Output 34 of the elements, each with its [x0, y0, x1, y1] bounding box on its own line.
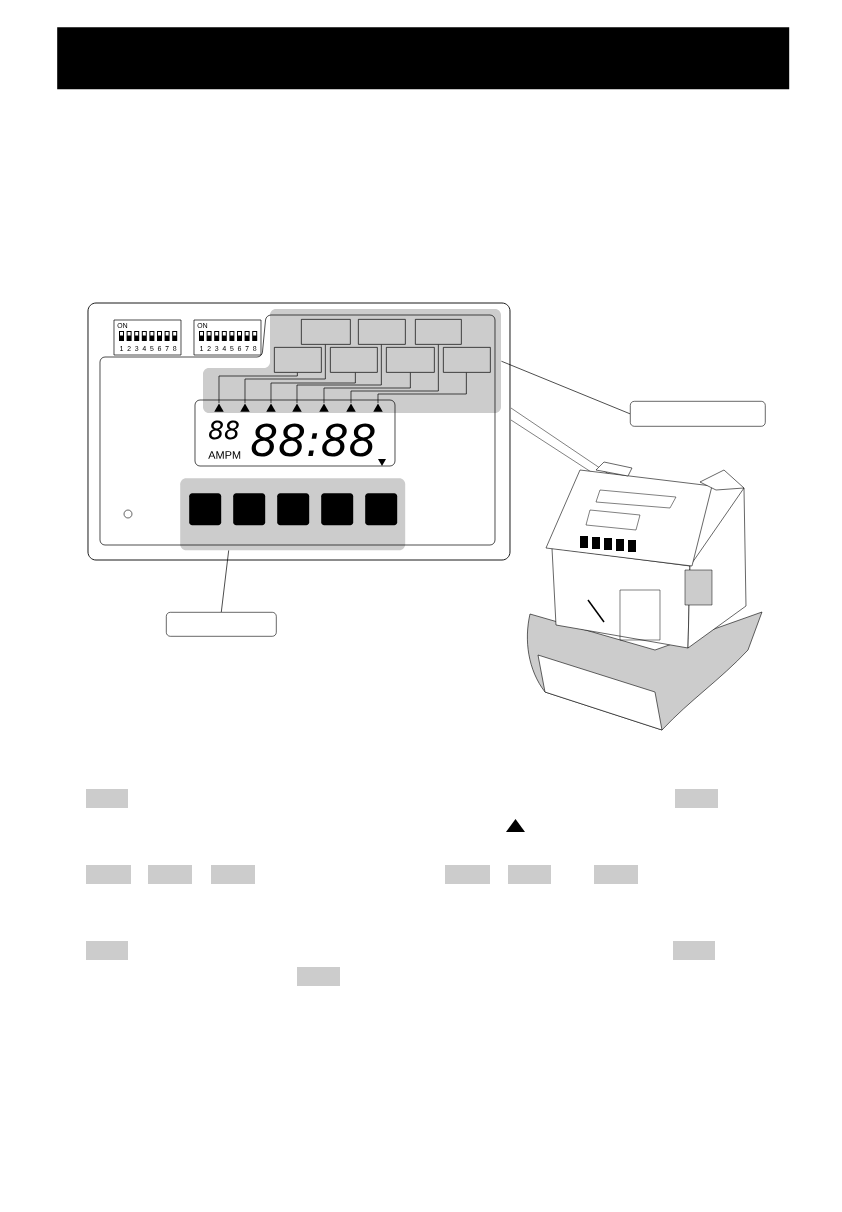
display-digits: 88:88 [251, 423, 375, 457]
indicator-triangle [266, 403, 276, 412]
indicator-triangle [319, 403, 329, 412]
title-bar [57, 27, 790, 90]
indicator-triangle [214, 403, 224, 412]
button [189, 493, 222, 526]
callout-box [166, 612, 277, 637]
display-label: AMPM [208, 451, 241, 459]
leader-line [501, 360, 631, 415]
leader-line [296, 344, 382, 404]
button [321, 493, 354, 526]
callout-box [630, 401, 766, 427]
indicator-triangle [240, 403, 250, 412]
key-box [358, 319, 406, 345]
leader-line [350, 344, 439, 404]
leader-line [218, 372, 298, 404]
button [233, 493, 266, 526]
key-box [415, 319, 462, 345]
key-box [330, 347, 378, 373]
indicator-triangle [292, 403, 302, 412]
leader-line [220, 550, 230, 613]
indicator-triangle [373, 403, 383, 412]
button [365, 493, 398, 526]
leader-line [323, 372, 411, 404]
leader-line [270, 372, 356, 404]
indicator-triangle [346, 403, 356, 412]
button [277, 493, 310, 526]
key-box [386, 347, 435, 373]
leader-line [244, 344, 326, 404]
leader-line [377, 372, 467, 404]
display-digits: 88 [209, 420, 239, 440]
key-box [274, 347, 322, 373]
key-box [443, 347, 491, 373]
key-box [301, 319, 351, 345]
